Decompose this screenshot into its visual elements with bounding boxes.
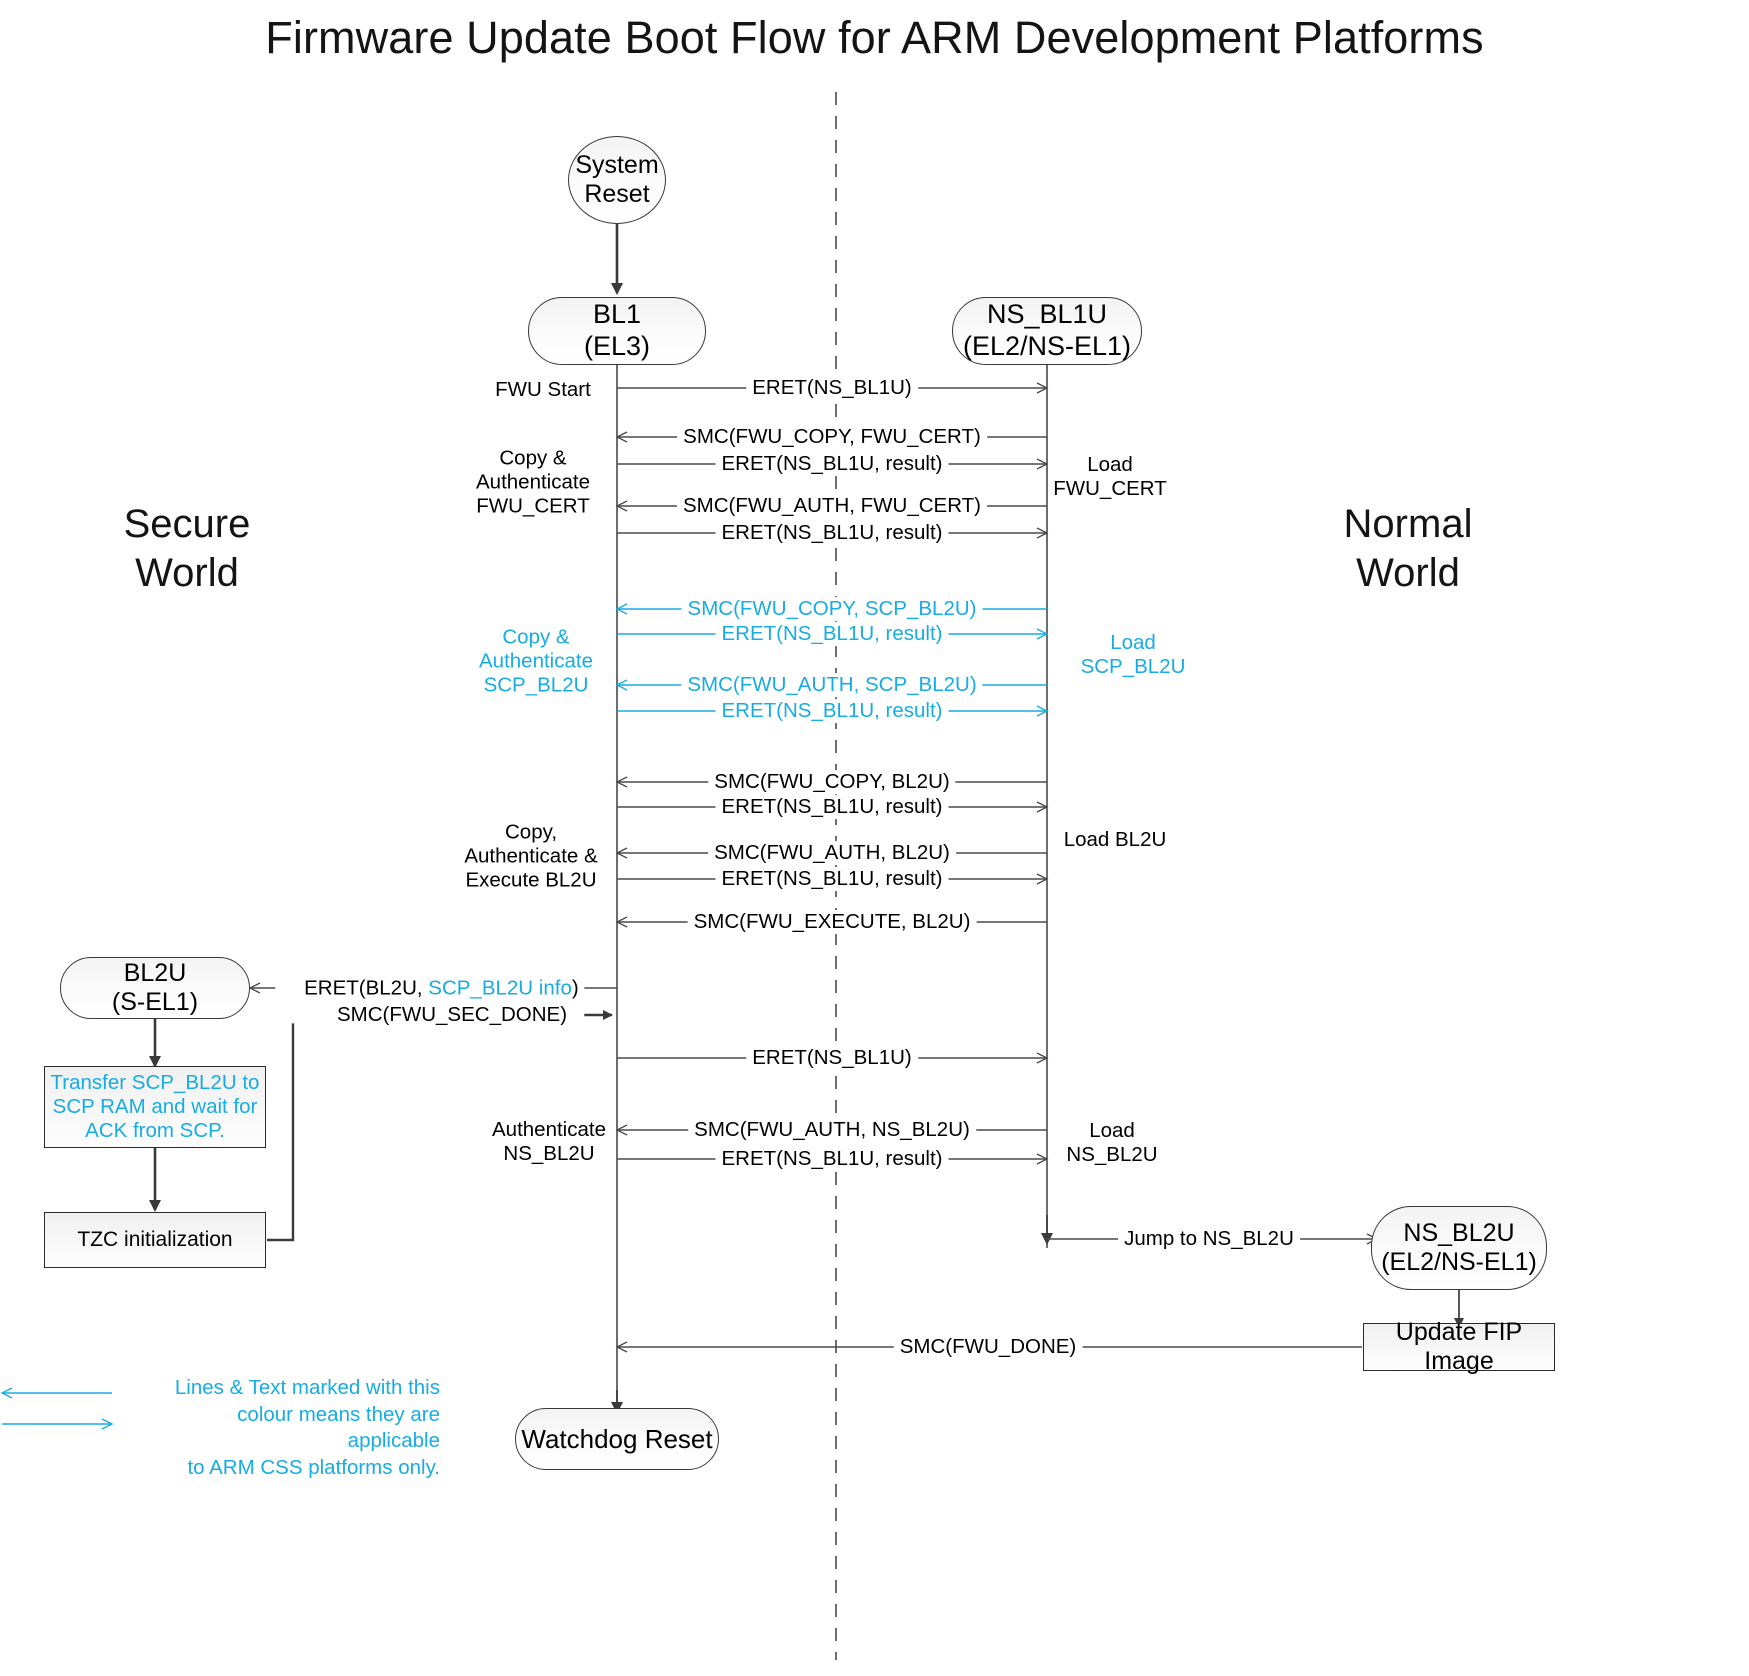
annotation-load-fwu-cert: Load FWU_CERT xyxy=(1053,453,1167,500)
node-ns-bl1u-label: NS_BL1U (EL2/NS-EL1) xyxy=(962,299,1132,361)
message-label-m1: ERET(NS_BL1U) xyxy=(746,376,918,400)
node-update-fip-image[interactable]: Update FIP Image xyxy=(1363,1318,1555,1375)
message-label-m3: ERET(NS_BL1U, result) xyxy=(715,452,949,476)
normal-world-label: Normal World xyxy=(1343,502,1473,595)
node-transfer-scp-bl2u-label: Transfer SCP_BL2U to SCP RAM and wait fo… xyxy=(50,1070,260,1143)
secure-world-label: Secure World xyxy=(123,502,251,595)
eret-bl2u-prefix: ERET(BL2U, xyxy=(304,976,429,1000)
node-ns-bl2u-label: NS_BL2U (EL2/NS-EL1) xyxy=(1381,1218,1537,1277)
message-label-m18: SMC(FWU_AUTH, NS_BL2U) xyxy=(688,1118,976,1142)
eret-bl2u-suffix: ) xyxy=(571,976,579,1000)
legend-note: Lines & Text marked with this colour mea… xyxy=(174,1376,440,1479)
message-label-m11: ERET(NS_BL1U, result) xyxy=(715,795,949,819)
annotation-copy-auth-exec-bl2u: Copy, Authenticate & Execute BL2U xyxy=(464,820,598,891)
message-label-m16: SMC(FWU_SEC_DONE) xyxy=(330,1003,574,1027)
node-ns-bl1u[interactable]: NS_BL1U (EL2/NS-EL1) xyxy=(952,297,1142,365)
message-label-m21: SMC(FWU_DONE) xyxy=(893,1335,1083,1359)
message-label-m13: ERET(NS_BL1U, result) xyxy=(715,867,949,891)
annotation-fwu-start: FWU Start xyxy=(495,378,591,402)
node-update-fip-image-label: Update FIP Image xyxy=(1395,1317,1523,1376)
node-ns-bl2u[interactable]: NS_BL2U (EL2/NS-EL1) xyxy=(1371,1206,1547,1290)
node-bl1-label: BL1 (EL3) xyxy=(583,299,651,361)
message-label-m19: ERET(NS_BL1U, result) xyxy=(715,1147,949,1171)
annotation-authenticate-ns-bl2u: Authenticate NS_BL2U xyxy=(492,1118,606,1165)
message-label-m10: SMC(FWU_COPY, BL2U) xyxy=(708,770,956,794)
node-tzc-initialization-label: TZC initialization xyxy=(77,1227,233,1251)
message-label-m17: ERET(NS_BL1U) xyxy=(746,1046,918,1070)
node-watchdog-reset[interactable]: Watchdog Reset xyxy=(515,1408,719,1470)
eret-bl2u-cyan-part: SCP_BL2U info xyxy=(428,976,572,1000)
node-system-reset[interactable]: System Reset xyxy=(568,136,666,224)
message-label-m8: SMC(FWU_AUTH, SCP_BL2U) xyxy=(681,673,983,697)
annotation-copy-auth-fwu-cert: Copy & Authenticate FWU_CERT xyxy=(476,446,590,517)
annotation-copy-auth-scp-bl2u: Copy & Authenticate SCP_BL2U xyxy=(479,625,593,696)
node-transfer-scp-bl2u[interactable]: Transfer SCP_BL2U to SCP RAM and wait fo… xyxy=(44,1066,266,1148)
node-watchdog-reset-label: Watchdog Reset xyxy=(521,1423,713,1454)
node-bl2u[interactable]: BL2U (S-EL1) xyxy=(60,957,250,1019)
node-bl1[interactable]: BL1 (EL3) xyxy=(528,297,706,365)
annotation-load-ns-bl2u: Load NS_BL2U xyxy=(1066,1119,1158,1166)
node-system-reset-label: System Reset xyxy=(575,150,659,209)
node-tzc-initialization[interactable]: TZC initialization xyxy=(44,1212,266,1268)
annotation-load-scp-bl2u: Load SCP_BL2U xyxy=(1080,631,1186,678)
annotation-load-bl2u: Load BL2U xyxy=(1063,828,1167,852)
message-label-m12: SMC(FWU_AUTH, BL2U) xyxy=(708,841,956,865)
message-label-m6: SMC(FWU_COPY, SCP_BL2U) xyxy=(681,597,983,621)
message-label-m5: ERET(NS_BL1U, result) xyxy=(715,521,949,545)
message-label-m2: SMC(FWU_COPY, FWU_CERT) xyxy=(677,425,987,449)
message-label-m20: Jump to NS_BL2U xyxy=(1118,1227,1300,1251)
node-bl2u-label: BL2U (S-EL1) xyxy=(111,958,199,1017)
message-label-m14: SMC(FWU_EXECUTE, BL2U) xyxy=(687,910,977,934)
page-title: Firmware Update Boot Flow for ARM Develo… xyxy=(265,12,1484,63)
message-label-m4: SMC(FWU_AUTH, FWU_CERT) xyxy=(677,494,987,518)
message-label-m9: ERET(NS_BL1U, result) xyxy=(715,699,949,723)
message-label-m7: ERET(NS_BL1U, result) xyxy=(715,622,949,646)
